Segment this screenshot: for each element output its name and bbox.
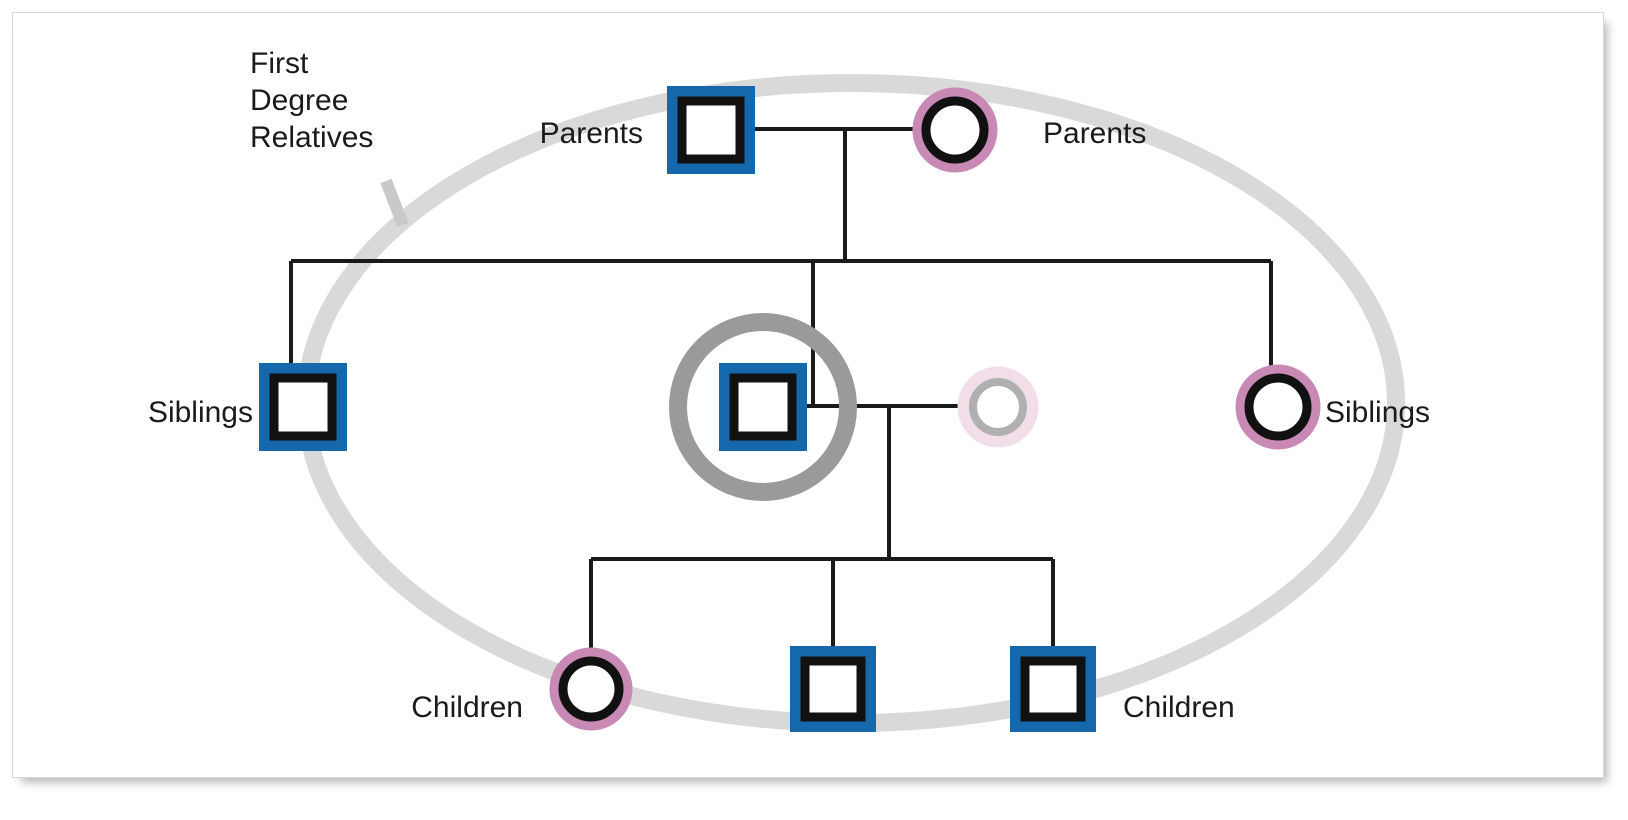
- sibling-left-symbol[interactable]: [259, 363, 347, 451]
- child-2-symbol[interactable]: [790, 646, 876, 732]
- label-parents-right: Parents: [1043, 117, 1146, 150]
- label-line: First: [250, 47, 309, 80]
- symbol-core-square: [729, 373, 797, 441]
- individual-symbols-layer: [259, 86, 1321, 732]
- label-siblings-left: Siblings: [148, 396, 253, 429]
- symbol-core-square: [677, 96, 745, 164]
- label-parents-left: Parents: [540, 117, 643, 150]
- child-1-symbol[interactable]: [549, 647, 633, 731]
- symbol-halo-pink: [1235, 364, 1321, 450]
- symbol-halo-blue: [719, 363, 807, 451]
- symbol-core-circle: [921, 96, 989, 164]
- symbol-core-square: [1020, 656, 1086, 722]
- label-children-right: Children: [1123, 691, 1235, 724]
- proband-symbol[interactable]: [669, 313, 857, 501]
- symbol-core-square: [800, 656, 866, 722]
- label-line: Degree: [250, 84, 348, 117]
- first-degree-pointer: [380, 178, 409, 228]
- symbol-halo-pink: [912, 87, 998, 173]
- label-line: Relatives: [250, 121, 373, 154]
- mother-symbol[interactable]: [912, 87, 998, 173]
- proband-highlight-ring: [669, 313, 857, 501]
- symbol-core-circle-faded: [969, 378, 1027, 436]
- pointer-layer: [380, 178, 409, 228]
- spouse-symbol[interactable]: [957, 366, 1039, 448]
- symbol-halo-blue: [790, 646, 876, 732]
- label-children-left: Children: [411, 691, 523, 724]
- child-3-symbol[interactable]: [1010, 646, 1096, 732]
- symbol-core-square: [269, 373, 337, 441]
- label-siblings-right: Siblings: [1325, 396, 1430, 429]
- father-symbol[interactable]: [667, 86, 755, 174]
- symbol-core-circle: [1244, 373, 1312, 441]
- symbol-core-circle: [558, 656, 624, 722]
- symbol-halo-blue: [1010, 646, 1096, 732]
- symbol-halo-blue: [667, 86, 755, 174]
- symbol-halo-pink-faded: [957, 366, 1039, 448]
- connector-lines-layer: [289, 127, 1273, 661]
- symbol-halo-pink: [549, 647, 633, 731]
- symbol-halo-blue: [259, 363, 347, 451]
- sibling-right-symbol[interactable]: [1235, 364, 1321, 450]
